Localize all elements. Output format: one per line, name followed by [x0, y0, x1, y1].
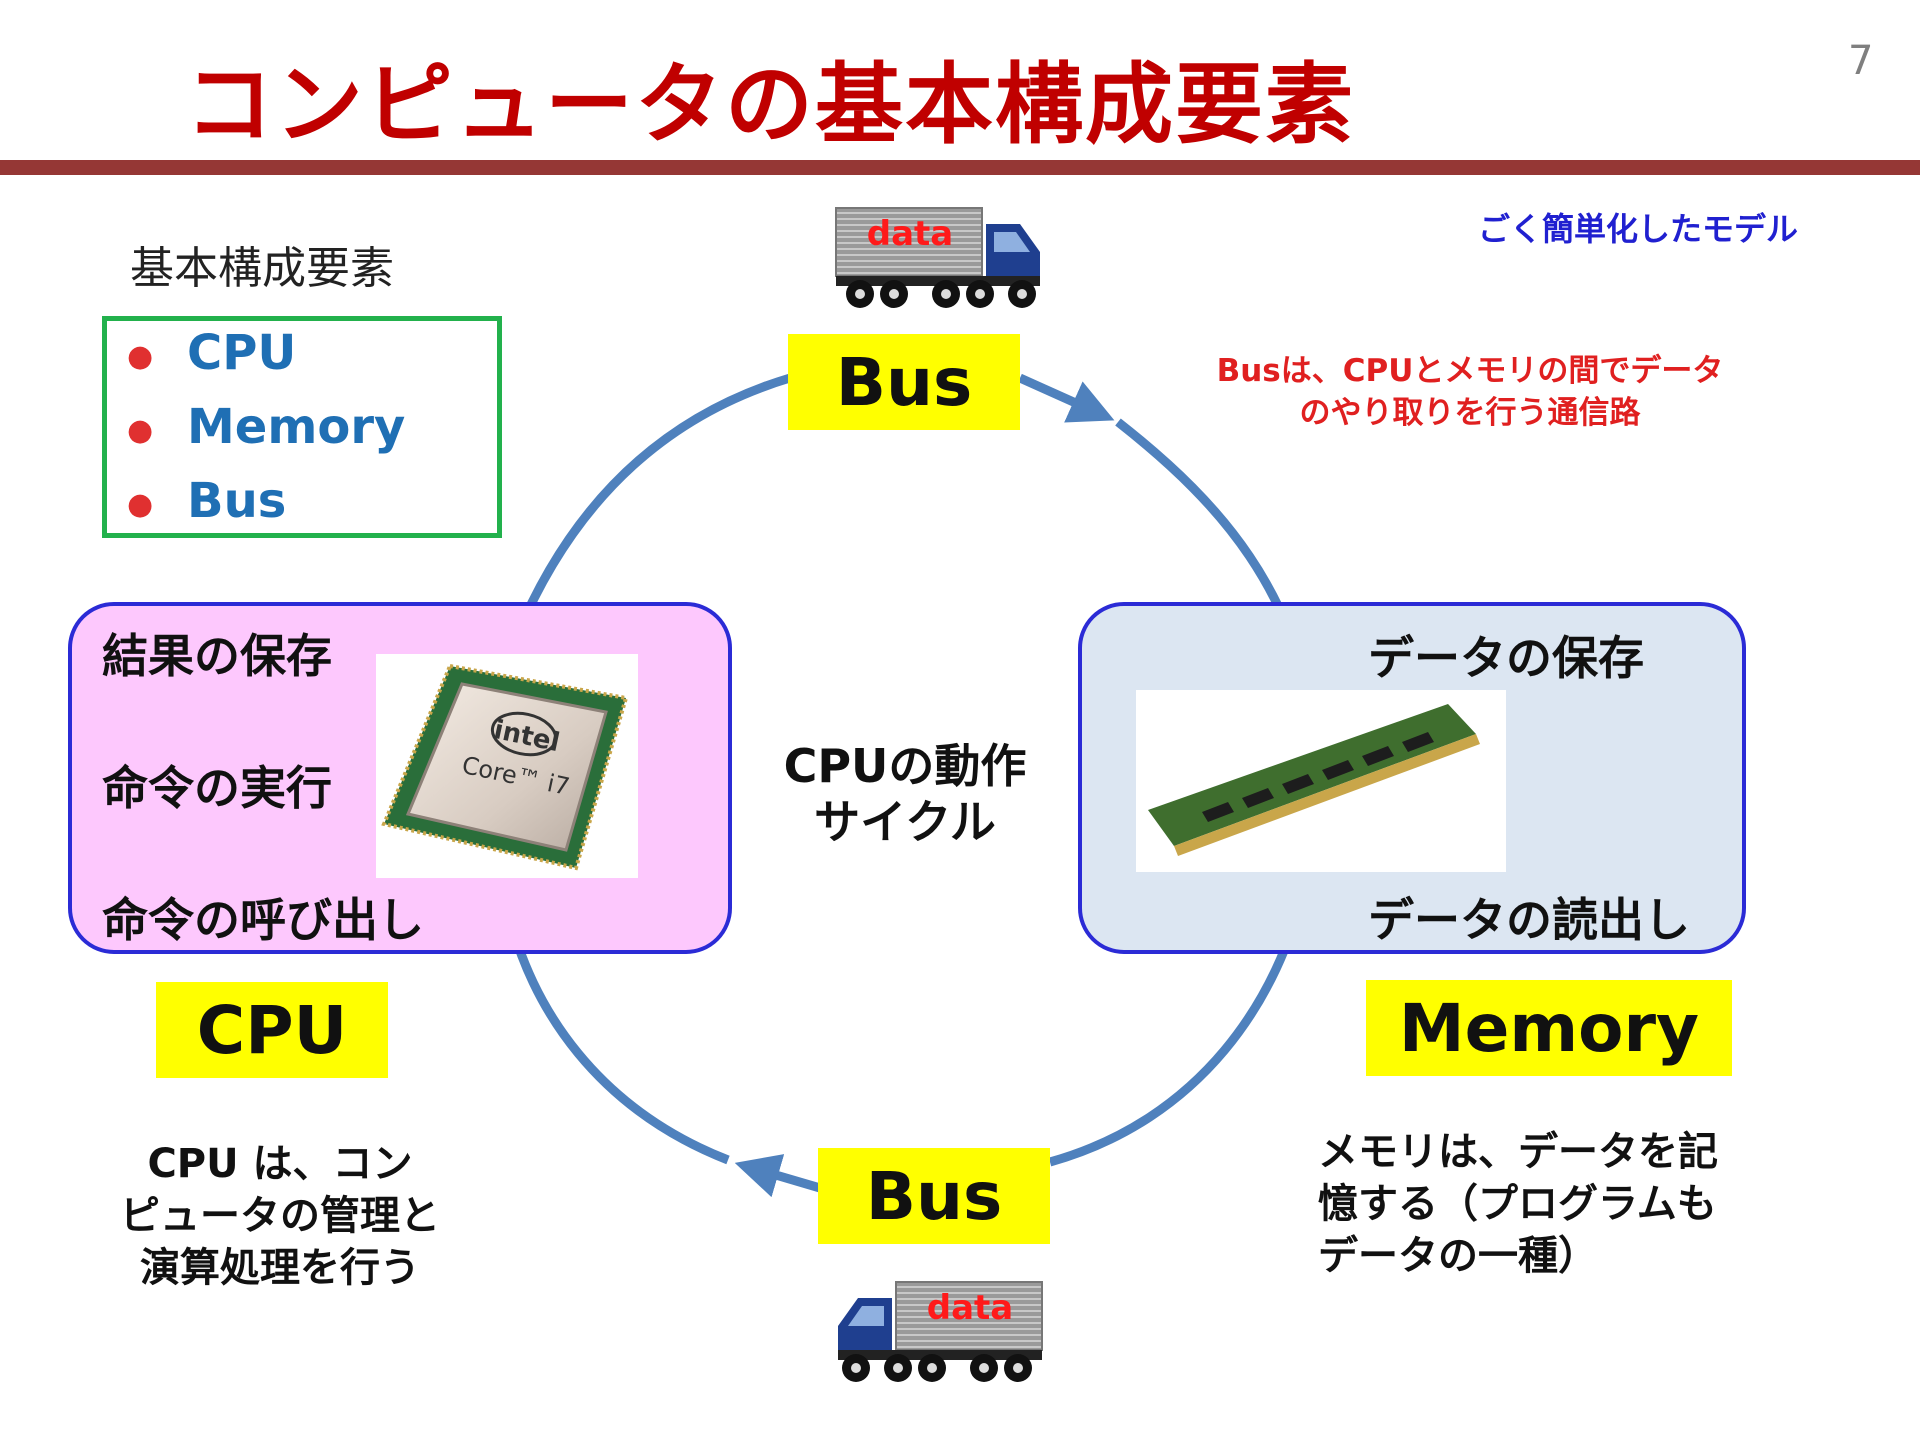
arrow-bus-to-memory [1018, 373, 1115, 423]
bullet-icon: ● [127, 486, 154, 522]
memory-module-image [1136, 690, 1506, 872]
slide-title: コンピュータの基本構成要素 [185, 53, 1356, 156]
cpu-chip-image: intel Core™ i7 [376, 654, 638, 878]
cpu-chip-icon: intel Core™ i7 [381, 663, 629, 871]
cpu-step-fetch: 命令の呼び出し [102, 893, 424, 947]
memory-label: Memory [1366, 980, 1732, 1076]
components-heading: 基本構成要素 [130, 243, 394, 294]
bullet-icon: ● [127, 338, 154, 374]
cpu-step-store-result: 結果の保存 [102, 629, 332, 683]
bus-label-top: Bus [788, 334, 1020, 430]
memory-description: メモリは、データを記 憶する（プログラムも データの一種） [1318, 1129, 1718, 1279]
truck-icon [835, 207, 1040, 308]
memory-step-read-data: データの読出し [1368, 893, 1690, 947]
component-item-memory: ●Memory [127, 399, 406, 455]
truck-cargo-label: data [866, 214, 954, 254]
cpu-cycle-label: CPUの動作 サイクル [783, 739, 1027, 849]
page-number: 7 [1848, 38, 1874, 84]
ram-module-icon [1148, 704, 1480, 856]
bullet-icon: ● [127, 412, 154, 448]
truck-cargo-label: data [926, 1288, 1014, 1328]
arrow-bus-to-cpu-left [734, 1154, 822, 1198]
title-divider [0, 160, 1920, 175]
data-truck-top: data [834, 206, 1044, 312]
cpu-label: CPU [156, 982, 388, 1078]
bus-description: Busは、CPUとメモリの間でデータ のやり取りを行う通信路 [1216, 353, 1724, 431]
component-item-cpu: ●CPU [127, 325, 297, 381]
component-item-bus: ●Bus [127, 473, 287, 529]
memory-step-store-data: データの保存 [1368, 631, 1644, 685]
truck-icon [838, 1281, 1043, 1382]
data-truck-bottom: data [834, 1280, 1044, 1386]
model-note: ごく簡単化したモデル [1478, 210, 1799, 248]
cpu-step-execute: 命令の実行 [102, 761, 332, 815]
bus-label-bottom: Bus [818, 1148, 1050, 1244]
cpu-description: CPU は、コン ピュータの管理と 演算処理を行う [120, 1141, 440, 1291]
components-box: ●CPU ●Memory ●Bus [102, 316, 502, 538]
